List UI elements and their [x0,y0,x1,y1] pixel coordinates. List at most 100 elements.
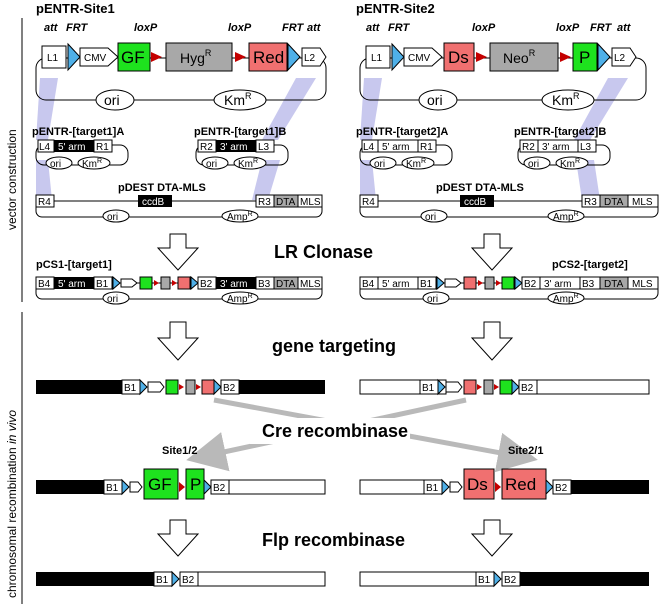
pcs2-cmv-arrow [444,278,462,288]
chrom2-targeted-b2: B2 [521,383,534,394]
site2-neo-box [489,42,559,72]
site2-a-ori: ori [374,159,385,170]
chrom1-targeted-frt [139,378,148,396]
gt-arrow-left [156,321,200,361]
site1-loxp-label: loxP [134,22,158,34]
gt-arrow-right [470,321,514,361]
site2-shade-right-2 [576,160,600,200]
site1-dest-r3: R3 [258,197,271,208]
pcs1-b4: B4 [38,279,51,290]
final2-b2: B2 [504,575,517,586]
site1-dest-loop [35,200,323,218]
gene-targeting-label: gene targeting [272,336,396,356]
site1-a-arm-box [54,140,94,152]
pcs2-neo-box [484,276,495,290]
site1-loxp-mark-2 [235,52,246,62]
site1-hyg-box [165,42,233,72]
site2-amp-oval [547,209,585,223]
cre-recombinase-label: Cre recombinase [262,421,408,441]
site2-cmv-box [403,47,443,67]
site2-b-km: KmR [560,158,580,170]
site2-frt-label: FRT [388,22,410,34]
pcs1-ori: ori [107,294,118,305]
site1-att-label-2: att [307,22,322,34]
site1-mls-box [297,194,323,208]
pcs2-mls: MLS [632,279,653,290]
chrom2-targeted-ds [463,379,477,395]
chrom1-targeted-b2: B2 [223,383,236,394]
site1-gf: GF [121,48,145,67]
site1-hyg: HygR [180,48,212,66]
chrom1-targeted-hyg [185,379,196,395]
site1-shade-left-2 [36,160,52,200]
site2-a-km: KmR [406,158,426,170]
chrom1-targeted-cmv [147,381,165,393]
site1-frt-label: FRT [66,22,88,34]
site2-p-box [572,42,598,72]
site2-att-label-2: att [617,22,632,34]
final1-frt [171,570,180,588]
site1-att-label: att [44,22,59,34]
chrom2-targeted: B1 B2 [359,378,650,396]
site1-b-r2: R2 [200,142,213,153]
site2-dest-r4: R4 [362,197,375,208]
site1-dest-ori-oval [102,209,130,223]
chrom-site21: B1 Ds Red B2 [359,468,649,500]
site1-title: pENTR-Site1 [36,1,115,16]
final1-b1: B1 [156,575,169,586]
pcs1-arm3: 3' arm [220,279,247,290]
pcs2-dta: DTA [604,279,624,290]
site1-l2-box [301,47,327,67]
pcs1-b1: B1 [96,279,109,290]
pcs2-frt-arrow-2 [514,275,523,291]
chrom2-targeted-loxp [477,384,482,390]
pcs1-gf-box [139,276,153,290]
site1-a-r1-box [93,139,113,153]
site21-ds: Ds [467,475,488,494]
site2-b-ori-oval [523,156,551,170]
final1-right [197,571,326,587]
pcs1-amp: AmpR [227,293,253,305]
site1-mls: MLS [300,197,321,208]
site2-mls: MLS [632,197,653,208]
site1-ccdb-box [138,195,172,207]
site2-p: P [579,48,590,67]
site1-shade-right [262,78,316,140]
lr-clonase-label: LR Clonase [274,242,373,262]
pcs1-loxp-mark-2 [172,280,177,286]
site1-a-ori: ori [50,159,61,170]
site1-b-ori: ori [206,159,217,170]
chrom2-targeted-frt-2 [511,378,520,396]
site2-frt-arrow [391,42,405,72]
final-chrom1: B1 B2 [36,570,326,588]
site2-loxp-mark [476,52,487,62]
site1-ori: ori [104,92,120,108]
site2-l1: L1 [371,53,383,64]
site1-a-km-oval [77,156,111,170]
site1-b-km-oval [233,156,267,170]
pcs2-b3: B3 [582,279,595,290]
site1-amp: AmpR [227,211,253,223]
pcs2-ds-box [463,276,477,290]
pcs2-p-box [501,276,515,290]
pcs1-red-box [177,276,191,290]
site12-label: Site1/2 [162,445,197,457]
chrom2-targeted-b1: B1 [422,383,435,394]
site21-b1: B1 [426,483,439,494]
site2-a-r1: R1 [420,142,433,153]
pcs1-arm5-box [54,277,94,289]
site1-ori-oval [95,89,135,111]
site1-group: pENTR-Site1 att FRT loxP loxP FRT att L1… [32,1,327,223]
site2-ccdb: ccdB [464,197,487,208]
site1-km: KmR [224,91,252,108]
site2-loxp-label: loxP [472,22,496,34]
pcs2-loxp-mark [478,280,483,286]
site12-b1: B1 [106,483,119,494]
pcs1-title: pCS1-[target1] [36,259,112,271]
site2-km: KmR [552,91,580,108]
pcs2-row: pCS2-[target2] B4 5' arm B1 B2 3' arm B3… [359,259,659,305]
site2-cmv: CMV [408,53,431,64]
site2-entr-b-title: pENTR-[target2]B [514,126,606,138]
pcs1-hyg-box [160,276,171,290]
